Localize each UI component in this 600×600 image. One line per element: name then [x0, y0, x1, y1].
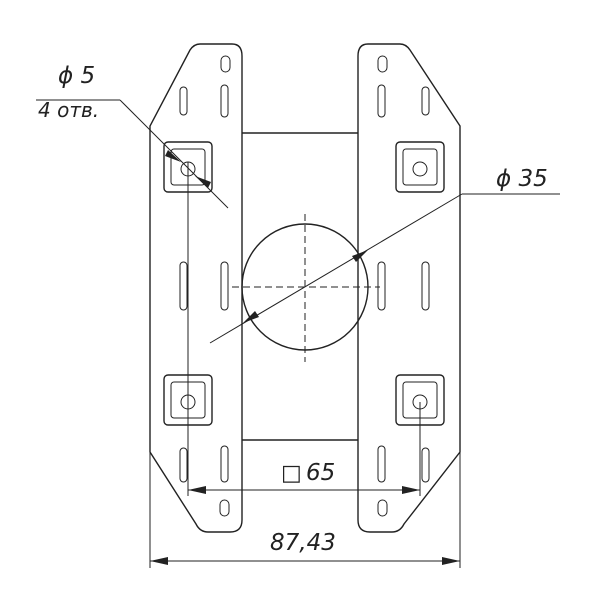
- square-dim-arrow-left: [188, 486, 206, 494]
- width-dim-arrow-right: [442, 557, 460, 565]
- left-bracket-outline: [149, 43, 243, 533]
- left-bracket-slots: [179, 55, 231, 517]
- center-hole-leader-arrow-lower: [243, 311, 259, 323]
- hole-diameter-label: ϕ 5: [58, 63, 95, 89]
- center-hole-leader-arrow-upper: [352, 250, 368, 262]
- width-dim-arrow-left: [150, 557, 168, 565]
- center-hole-diameter-label: ϕ 35: [496, 166, 548, 192]
- right-bracket-slots: [377, 55, 430, 517]
- overall-width-label: 87,43: [270, 530, 336, 556]
- square-dim-arrow-right: [402, 486, 420, 494]
- square-size-label: 65: [306, 460, 335, 486]
- square-symbol: □: [281, 461, 302, 486]
- hole-leader-arrow-upper: [165, 150, 181, 162]
- hole-count-label: 4 отв.: [38, 98, 99, 122]
- right-bracket-outline: [357, 43, 461, 533]
- mounting-hole-top-right: [395, 141, 445, 193]
- hole-leader: [119, 99, 229, 209]
- hole-leader-arrow-lower: [195, 176, 211, 188]
